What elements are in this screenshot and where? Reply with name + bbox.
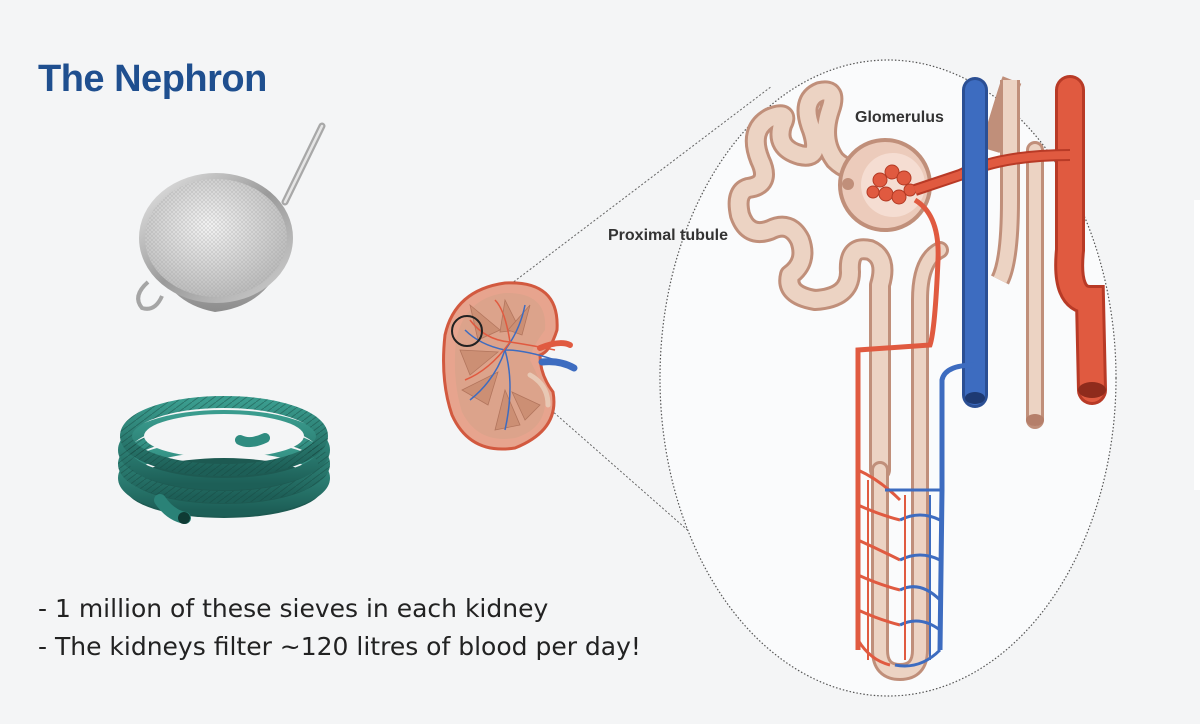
glomerulus-label: Glomerulus: [855, 109, 944, 126]
page-title: The Nephron: [38, 58, 267, 100]
garden-hose-icon: [118, 396, 330, 524]
right-edge-panel: [1194, 200, 1200, 490]
fact-item: - 1 million of these sieves in each kidn…: [38, 594, 549, 623]
fact-list: - 1 million of these sieves in each kidn…: [38, 590, 641, 666]
nephron-illustration: [727, 75, 1107, 682]
sieve-icon: [136, 122, 326, 312]
proximal-tubule-label: Proximal tubule: [608, 227, 729, 244]
fact-item: - The kidneys filter ~120 litres of bloo…: [38, 632, 641, 661]
kidney-illustration: [442, 281, 578, 451]
